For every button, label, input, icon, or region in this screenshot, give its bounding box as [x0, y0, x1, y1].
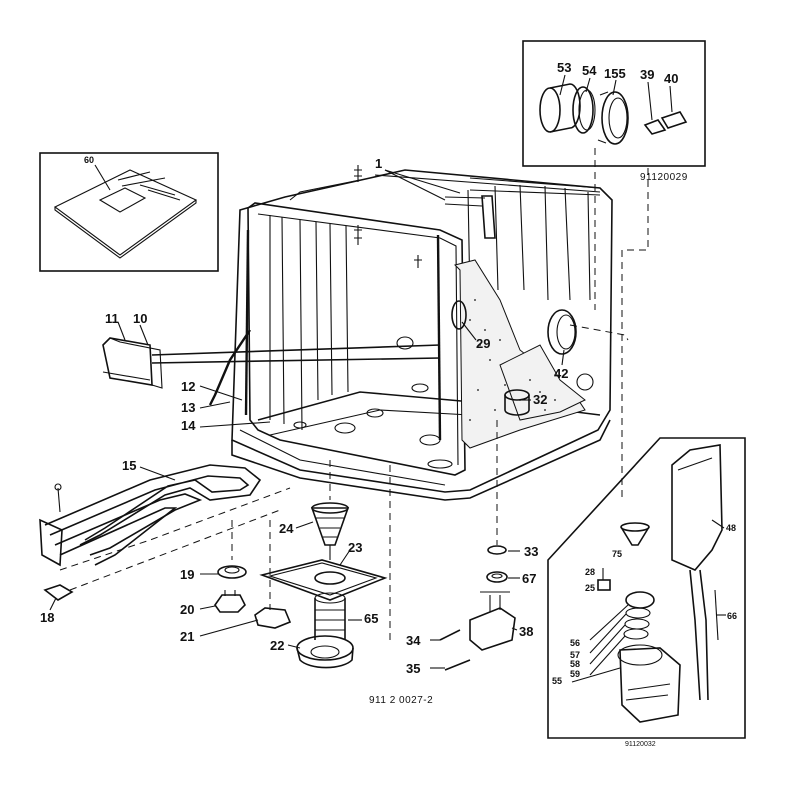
callout-19: 19 — [180, 567, 194, 582]
callout-29: 29 — [476, 336, 490, 351]
heating-element: 15 18 — [39, 458, 291, 625]
valve-parts: 33 67 38 34 35 — [406, 420, 538, 676]
callout-54: 54 — [582, 63, 597, 78]
callout-12: 12 — [181, 379, 195, 394]
seal-parts: 12 13 14 — [181, 329, 271, 433]
inset-top-code: 91120029 — [640, 172, 688, 183]
dishwasher-tub — [231, 165, 613, 501]
callout-75: 75 — [612, 549, 622, 559]
inset-right-box: 48 75 28 25 56 57 58 59 55 66 91120032 — [547, 437, 746, 748]
callout-38: 38 — [519, 624, 533, 639]
callout-10: 10 — [133, 311, 147, 326]
callout-14: 14 — [181, 418, 196, 433]
callout-59: 59 — [570, 669, 580, 679]
callout-24: 24 — [279, 521, 294, 536]
callout-15: 15 — [122, 458, 136, 473]
callout-18: 18 — [40, 610, 54, 625]
callout-65: 65 — [364, 611, 378, 626]
callout-13: 13 — [181, 400, 195, 415]
callout-32: 32 — [533, 392, 547, 407]
callout-39: 39 — [640, 67, 654, 82]
inset-top-box: 53 54 155 39 40 91120029 — [522, 40, 706, 183]
callout-1: 1 — [375, 156, 382, 171]
callout-20: 20 — [180, 602, 194, 617]
callout-58: 58 — [570, 659, 580, 669]
callout-23: 23 — [348, 540, 362, 555]
callout-56: 56 — [570, 638, 580, 648]
callout-60: 60 — [84, 155, 94, 165]
callout-22: 22 — [270, 638, 284, 653]
inset-manual-box: 60 — [39, 152, 219, 272]
inset-right-code: 91120032 — [625, 741, 656, 748]
callout-11: 11 — [105, 311, 119, 326]
pump-assembly: 19 20 21 24 23 65 22 — [180, 460, 391, 669]
callout-48: 48 — [726, 523, 736, 533]
callout-42: 42 — [554, 366, 568, 381]
callout-25: 25 — [585, 583, 595, 593]
callout-57: 57 — [570, 650, 580, 660]
callout-53: 53 — [557, 60, 571, 75]
callout-21: 21 — [180, 629, 194, 644]
callout-67: 67 — [522, 571, 536, 586]
door-panel-parts: 11 10 — [102, 311, 441, 389]
callout-28: 28 — [585, 567, 595, 577]
callout-155: 155 — [604, 66, 626, 81]
callout-40: 40 — [664, 71, 678, 86]
callout-33: 33 — [524, 544, 538, 559]
callout-34: 34 — [406, 633, 421, 648]
callout-35: 35 — [406, 661, 420, 676]
figure-code: 911 2 0027-2 — [369, 695, 433, 706]
callout-66: 66 — [727, 611, 737, 621]
callout-55: 55 — [552, 676, 562, 686]
